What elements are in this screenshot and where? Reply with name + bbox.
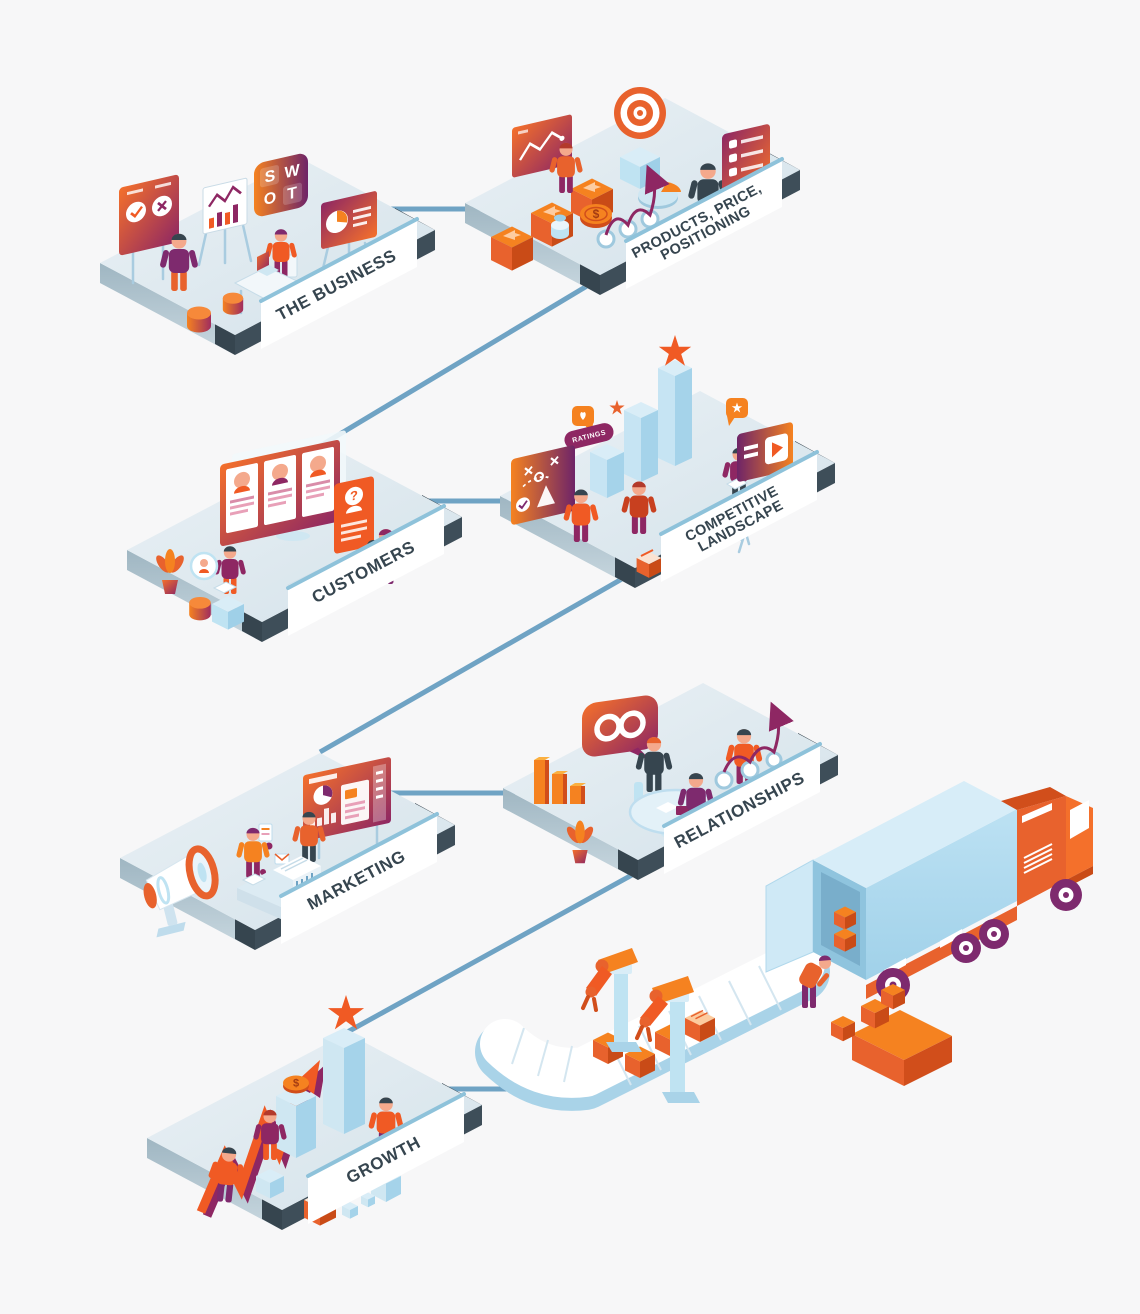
growth-column-mid: $ xyxy=(276,1075,316,1158)
play-icon xyxy=(772,442,783,458)
svg-text:$: $ xyxy=(593,207,600,221)
truck-cab xyxy=(1001,787,1093,906)
small-kit-box xyxy=(636,549,662,578)
gantry-post xyxy=(606,964,642,1052)
avatar-bubble xyxy=(189,551,219,581)
megaphone-icon xyxy=(143,845,219,938)
platform-customers: ? CUSTOMERS xyxy=(127,430,462,642)
loader-box xyxy=(831,1016,855,1042)
mini-cylinder xyxy=(551,214,569,239)
label-panel-competitive: COMPETITIVE LANDSCAPE xyxy=(659,450,819,582)
platform-relationships: RELATIONSHIPS xyxy=(503,683,838,880)
seated-customer xyxy=(212,546,247,630)
persona-card xyxy=(226,463,258,534)
personas-monitor xyxy=(220,430,346,546)
highlighted-persona-card: ? xyxy=(334,476,374,554)
connector-relationships-growth xyxy=(340,862,652,1038)
strategy-board xyxy=(511,445,575,525)
bounce-arrow xyxy=(596,164,670,249)
loading-worker-scene xyxy=(799,955,952,1086)
ratings-tag: RATINGS xyxy=(564,423,614,449)
like-bubble xyxy=(726,398,748,426)
svg-text:O: O xyxy=(264,188,276,209)
trailer-top xyxy=(813,781,1017,888)
platform-growth: $ GROWTH xyxy=(147,995,482,1230)
svg-text:S: S xyxy=(265,166,276,186)
platform-products-price-positioning: $ PRODUCTS, PRICE, POSITIONING xyxy=(465,87,800,295)
loader-person xyxy=(799,955,831,1008)
target-icon xyxy=(614,87,666,139)
paper xyxy=(656,802,678,813)
star-icon xyxy=(609,400,625,415)
persona-card xyxy=(302,446,334,517)
svg-text:T: T xyxy=(287,183,297,203)
svg-text:W: W xyxy=(284,161,300,182)
robot-arm-icon xyxy=(635,976,694,1042)
marketing-dashboard xyxy=(303,757,391,860)
robot-arm-icon xyxy=(581,948,638,1012)
stool-cylinder xyxy=(222,292,244,315)
platform-marketing: MARKETING xyxy=(120,753,455,950)
platform-the-business: S W O T xyxy=(100,153,435,355)
folder-icon xyxy=(345,788,357,800)
conveyor-box-open xyxy=(685,1009,715,1042)
video-board xyxy=(737,422,793,482)
step-arrows xyxy=(503,182,601,240)
trailer-side xyxy=(866,809,1017,980)
laptop-icon xyxy=(241,873,267,886)
grille xyxy=(1023,843,1053,874)
flow-connectors xyxy=(318,206,652,1092)
laptop-icon xyxy=(212,581,238,594)
trailer-door-open xyxy=(765,859,814,973)
label-panel-growth: GROWTH xyxy=(306,1092,466,1224)
heart-icon xyxy=(580,412,586,420)
persona-card xyxy=(264,454,296,526)
stool-cylinder xyxy=(189,596,211,621)
bounce-arrow xyxy=(714,701,794,790)
growth-column-tall xyxy=(323,995,365,1134)
belt-rollers xyxy=(511,965,782,1086)
svg-text:$: $ xyxy=(293,1078,299,1090)
stool-cylinder xyxy=(187,306,211,333)
line-chart-board xyxy=(512,114,572,178)
ranking-columns xyxy=(590,335,692,498)
laptop-icon xyxy=(257,265,279,276)
svg-text:?: ? xyxy=(350,487,358,504)
windshield xyxy=(1070,800,1089,839)
coin-icon: $ xyxy=(580,204,612,228)
connector-products-customers xyxy=(318,268,614,449)
cap-icon xyxy=(818,955,831,961)
side-window-strip xyxy=(1022,803,1052,823)
bar-chart-orange xyxy=(534,757,586,804)
connector-competitive-marketing xyxy=(318,561,650,755)
document-stack xyxy=(273,856,321,888)
coin-icon: $ xyxy=(283,1075,309,1094)
swot-board: S W O T xyxy=(254,153,308,217)
delivery-truck xyxy=(765,781,1093,1002)
flipchart-easel xyxy=(197,177,253,267)
platform-competitive-landscape: RATINGS xyxy=(500,335,835,588)
conveyor-belt xyxy=(475,939,830,1111)
pros-cons-board xyxy=(119,174,179,285)
flyer-icon xyxy=(258,823,273,842)
